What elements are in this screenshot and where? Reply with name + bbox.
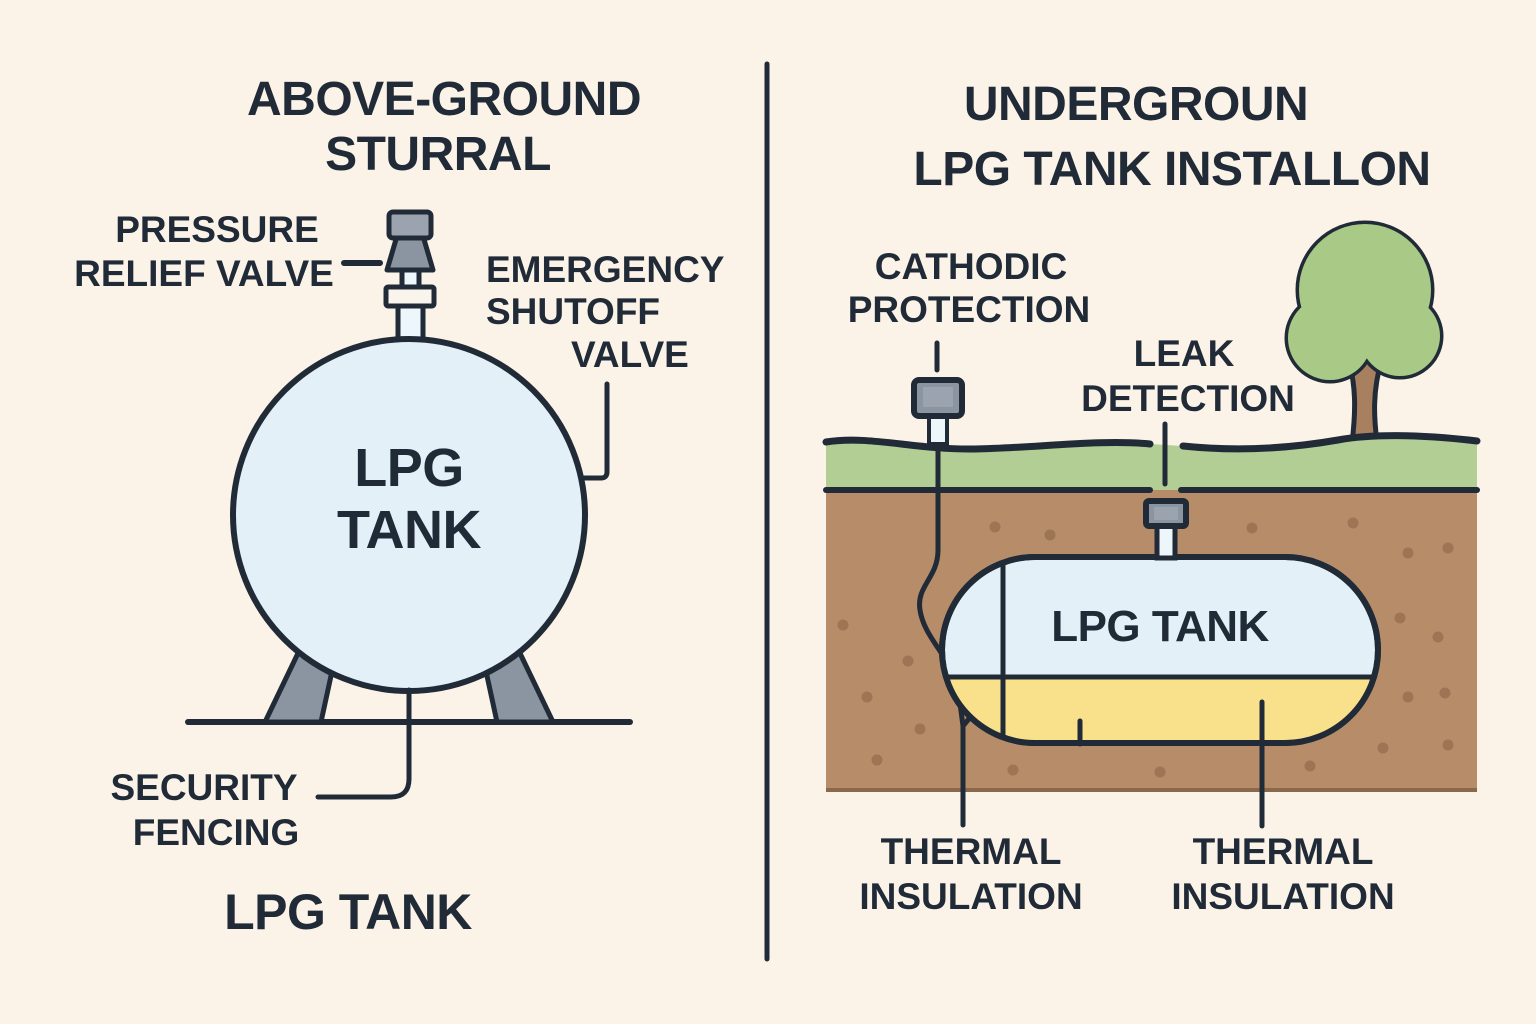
- emergency-shutoff-leader-line: [581, 381, 610, 481]
- surface-line-right: [1179, 432, 1481, 453]
- underground-tank-label: LPG TANK: [1051, 602, 1269, 651]
- soil-speckles: [837, 517, 1454, 778]
- surface-line-left: [822, 436, 1154, 453]
- above-ground-diagram: [185, 209, 633, 800]
- cathodic-protection-label-line2: PROTECTION: [847, 289, 1091, 330]
- leak-detection-label-line1: LEAK: [1133, 333, 1235, 374]
- right-title-line2: LPG TANK INSTALLON: [913, 143, 1431, 196]
- sphere-tank-label-line2: TANK: [337, 500, 481, 560]
- cathodic-protection-label-line1: CATHODIC: [874, 246, 1068, 287]
- security-fencing-label-line2: FENCING: [132, 812, 300, 853]
- thermal-insulation-left-label-line2: INSULATION: [859, 876, 1083, 917]
- tree-canopy-icon: [1284, 220, 1444, 384]
- cathodic-protection-icon: [911, 377, 965, 446]
- underground-diagram: [822, 220, 1481, 829]
- emergency-shutoff-label-line1: EMERGENCY: [486, 249, 725, 290]
- thermal-insulation-left-label-line1: THERMAL: [880, 831, 1062, 872]
- pressure-relief-valve-icon: [383, 209, 437, 343]
- leak-detection-label-line2: DETECTION: [1081, 378, 1295, 419]
- security-fencing-label-line1: SECURITY: [110, 767, 298, 808]
- pressure-relief-label-line2: RELIEF VALVE: [74, 253, 334, 294]
- left-caption: LPG TANK: [224, 884, 472, 940]
- left-title-line1: ABOVE-GROUND: [246, 73, 642, 126]
- tank-port-icon: [1143, 498, 1189, 561]
- right-title-line1: UNDERGROUN: [963, 78, 1309, 131]
- security-fencing-leader-line: [315, 687, 412, 800]
- thermal-insulation-layer: [942, 677, 1378, 743]
- thermal-insulation-right-label-line2: INSULATION: [1171, 876, 1395, 917]
- sphere-tank-label-line1: LPG: [354, 438, 464, 498]
- emergency-shutoff-label-line2: SHUTOFF: [486, 291, 661, 332]
- left-title-line2: STURRAL: [325, 128, 551, 181]
- thermal-insulation-right-label-line1: THERMAL: [1192, 831, 1374, 872]
- emergency-shutoff-label-line3: VALVE: [571, 334, 689, 375]
- pressure-relief-label-line1: PRESSURE: [115, 209, 319, 250]
